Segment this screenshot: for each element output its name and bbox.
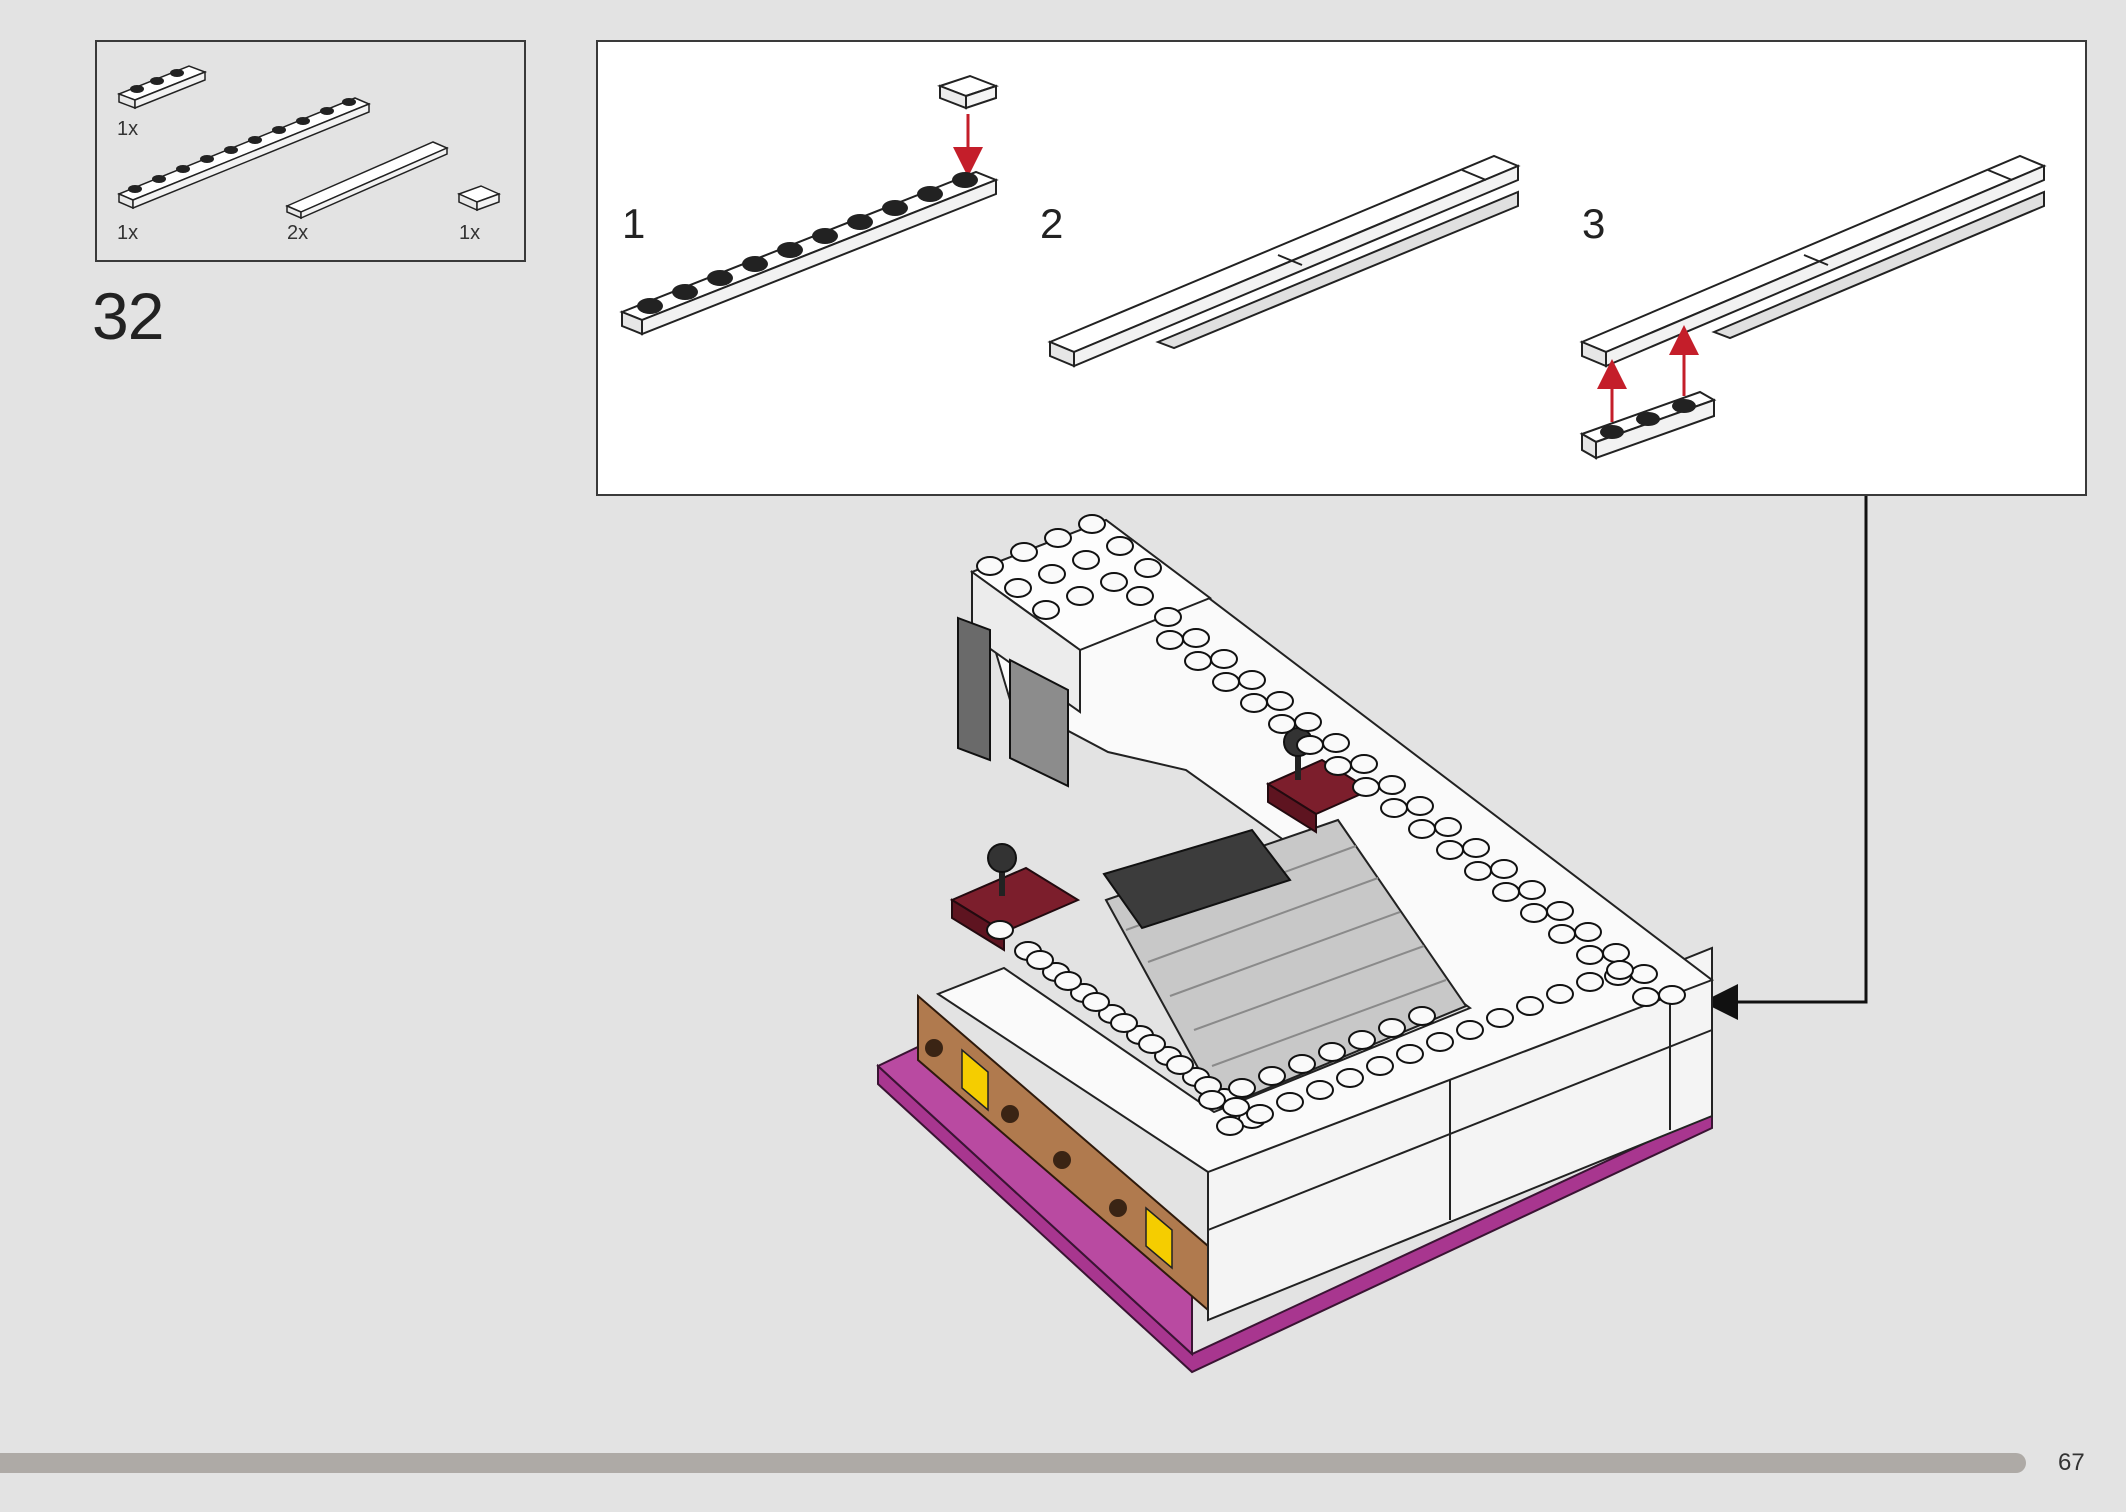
parts-list-illustration [116, 65, 502, 220]
part-qty-plate-1x10: 1x [117, 222, 139, 244]
frame-studs [976, 514, 1686, 1136]
substep-1-illustration [619, 74, 999, 336]
part-tile-1x1-icon [456, 185, 502, 212]
part-plate-1x10-icon [117, 97, 371, 210]
dark-cylinder [1102, 828, 1292, 930]
page-number: 67 [2058, 1449, 2085, 1476]
part-qty-plate-1x3: 1x [117, 118, 139, 140]
step-number: 32 [92, 279, 164, 353]
dark-red-lever-left [949, 843, 1081, 952]
part-qty-tile-1x8: 2x [287, 222, 309, 244]
part-qty-tile-1x1: 1x [459, 222, 481, 244]
substep-2-number: 2 [1040, 200, 1064, 247]
substep-2-illustration [1047, 154, 1521, 368]
part-tile-1x8-icon [285, 141, 449, 220]
substep-illustrations [619, 74, 2047, 460]
parts-list-box: 1x 1x 2x 1x [95, 40, 526, 262]
page-progress-bar [0, 1453, 2026, 1473]
substep-3-illustration [1579, 154, 2047, 460]
substep-1-number: 1 [622, 200, 646, 247]
substep-callout-box: 1 2 3 [596, 40, 2087, 496]
substep-3-number: 3 [1582, 200, 1606, 247]
part-plate-1x3-icon [116, 65, 208, 110]
